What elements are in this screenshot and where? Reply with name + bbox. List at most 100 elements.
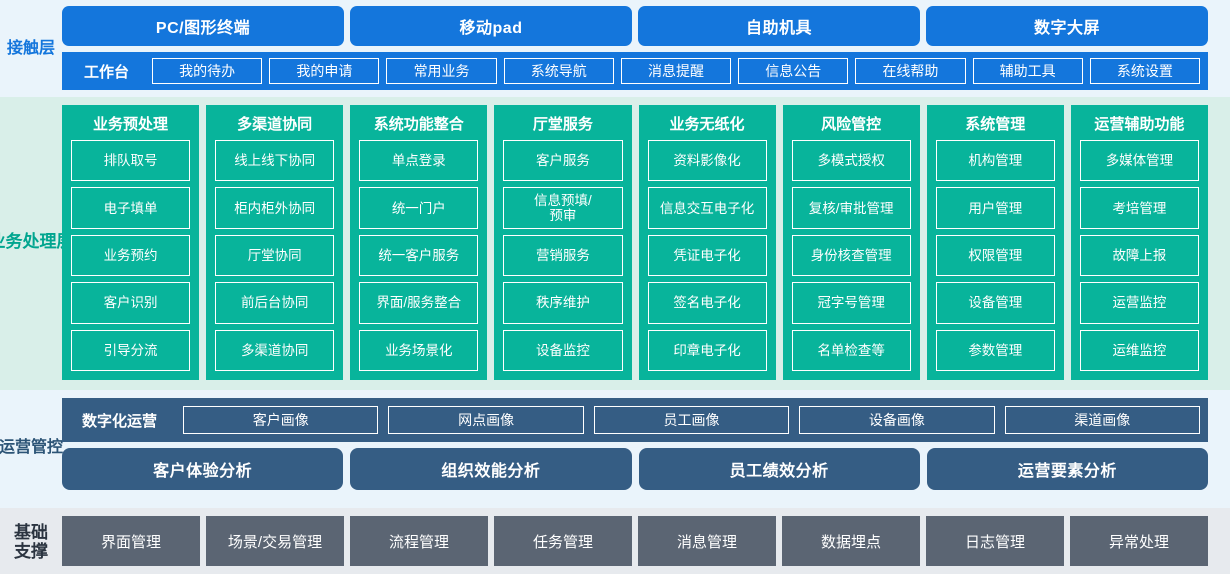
business-item-chip[interactable]: 前后台协同 <box>215 282 335 324</box>
business-item-chip[interactable]: 资料影像化 <box>647 140 767 182</box>
business-item-chip[interactable]: 柜内柜外协同 <box>215 187 335 229</box>
business-item-chip[interactable]: 复核/审批管理 <box>791 187 911 229</box>
analysis-card[interactable]: 组织效能分析 <box>350 448 632 490</box>
business-item-chip[interactable]: 多媒体管理 <box>1079 140 1199 182</box>
business-item-chip[interactable]: 业务预约 <box>71 234 191 277</box>
workbench-item-label: 常用业务 <box>413 63 470 79</box>
business-item-chip[interactable]: 统一门户 <box>359 187 479 229</box>
foundation-chip[interactable]: 消息管理 <box>638 516 776 566</box>
business-item-chip[interactable]: 营销服务 <box>503 234 623 277</box>
workbench-item[interactable]: 系统设置 <box>1089 58 1200 84</box>
channel-chip[interactable]: PC/图形终端 <box>62 6 344 46</box>
channel-chip[interactable]: 自助机具 <box>638 6 920 46</box>
business-column: 多渠道协同线上线下协同柜内柜外协同厅堂协同前后台协同多渠道协同 <box>206 105 344 380</box>
business-columns: 业务预处理排队取号电子填单业务预约客户识别引导分流多渠道协同线上线下协同柜内柜外… <box>62 105 1230 380</box>
workbench-item[interactable]: 常用业务 <box>386 58 497 84</box>
business-item-chip[interactable]: 单点登录 <box>359 140 479 182</box>
business-item-chip[interactable]: 故障上报 <box>1079 234 1199 277</box>
business-item-chip[interactable]: 签名电子化 <box>647 282 767 324</box>
workbench-item-label: 消息提醒 <box>648 63 704 79</box>
workbench-item[interactable]: 我的申请 <box>269 58 380 84</box>
analysis-card[interactable]: 员工绩效分析 <box>638 448 920 490</box>
ops-label-char: 运 <box>0 439 16 457</box>
foundation-chip-label: 异常处理 <box>1108 533 1169 551</box>
foundation-chip-label: 任务管理 <box>532 533 593 551</box>
business-item-chip[interactable]: 印章电子化 <box>647 329 767 372</box>
business-item-chip[interactable]: 客户服务 <box>503 140 623 182</box>
business-item-chip[interactable]: 信息预填/ 预审 <box>503 187 623 229</box>
business-item-label: 参数管理 <box>968 342 1023 358</box>
business-column: 业务无纸化资料影像化信息交互电子化凭证电子化签名电子化印章电子化 <box>638 105 776 380</box>
ops-label-char: 管 <box>31 439 48 457</box>
business-item-list: 单点登录统一门户统一客户服务界面/服务整合业务场景化 <box>359 140 479 372</box>
business-item-chip[interactable]: 多模式授权 <box>791 140 911 182</box>
business-item-chip[interactable]: 设备监控 <box>503 329 623 372</box>
business-item-chip[interactable]: 引导分流 <box>71 329 191 372</box>
contact-label-char: 层 <box>39 39 56 57</box>
business-item-label: 信息预填/ 预审 <box>534 193 592 224</box>
business-item-chip[interactable]: 设备管理 <box>935 282 1055 324</box>
business-item-chip[interactable]: 客户识别 <box>71 282 191 324</box>
business-item-label: 引导分流 <box>103 342 158 358</box>
foundation-chip[interactable]: 异常处理 <box>1070 516 1208 566</box>
business-item-label: 考培管理 <box>1112 200 1167 216</box>
business-column-title: 运营辅助功能 <box>1094 116 1185 133</box>
foundation-chip-label: 数据埋点 <box>820 533 881 551</box>
business-item-chip[interactable]: 线上线下协同 <box>215 140 335 182</box>
business-item-label: 秩序维护 <box>535 295 590 311</box>
business-item-chip[interactable]: 排队取号 <box>71 140 191 182</box>
workbench-item-label: 系统导航 <box>530 63 587 79</box>
business-item-label: 多媒体管理 <box>1105 153 1174 169</box>
business-item-chip[interactable]: 信息交互电子化 <box>647 187 767 229</box>
workbench-item[interactable]: 辅助工具 <box>972 58 1083 84</box>
business-item-chip[interactable]: 秩序维护 <box>503 282 623 324</box>
business-item-chip[interactable]: 权限管理 <box>935 234 1055 277</box>
business-item-chip[interactable]: 机构管理 <box>935 140 1055 182</box>
portrait-chip[interactable]: 员工画像 <box>593 406 790 434</box>
business-layer: 业务处理层 业务预处理排队取号电子填单业务预约客户识别引导分流多渠道协同线上线下… <box>0 97 1230 390</box>
foundation-chip[interactable]: 日志管理 <box>926 516 1064 566</box>
business-item-chip[interactable]: 身份核查管理 <box>791 234 911 277</box>
business-item-label: 业务预约 <box>103 247 158 263</box>
analysis-card[interactable]: 客户体验分析 <box>62 448 344 490</box>
portrait-chip[interactable]: 客户画像 <box>183 406 379 434</box>
business-item-chip[interactable]: 界面/服务整合 <box>359 282 479 324</box>
business-layer-body: 业务预处理排队取号电子填单业务预约客户识别引导分流多渠道协同线上线下协同柜内柜外… <box>62 105 1230 380</box>
business-item-chip[interactable]: 运营监控 <box>1079 282 1199 324</box>
business-item-chip[interactable]: 考培管理 <box>1079 187 1199 229</box>
business-item-chip[interactable]: 厅堂协同 <box>215 234 335 277</box>
foundation-layer-label: 基础支撑 <box>0 516 62 566</box>
business-item-chip[interactable]: 业务场景化 <box>359 329 479 372</box>
business-item-chip[interactable]: 用户管理 <box>935 187 1055 229</box>
foundation-layer: 基础支撑 界面管理场景/交易管理流程管理 任务管理 消息管理 数据埋点 日志管理 异常处理 <box>0 508 1230 574</box>
foundation-chip[interactable]: 数据埋点 <box>782 516 920 566</box>
foundation-chip[interactable]: 任务管理 <box>494 516 632 566</box>
portrait-chip[interactable]: 设备画像 <box>799 406 995 434</box>
analysis-card[interactable]: 运营要素分析 <box>926 448 1208 490</box>
foundation-chip[interactable]: 界面管理 <box>62 516 200 566</box>
business-item-chip[interactable]: 运维监控 <box>1079 329 1199 372</box>
workbench-item[interactable]: 系统导航 <box>503 58 614 84</box>
business-item-chip[interactable]: 参数管理 <box>935 329 1055 372</box>
foundation-chip[interactable]: 场景/交易管理 <box>206 516 344 566</box>
business-label-char: 处 <box>22 232 40 252</box>
channel-chip[interactable]: 数字大屏 <box>926 6 1208 46</box>
operations-layer-body: 数字化运营 客户画像网点画像员工画像设备画像渠道画像 客户体验分析组织效能分析员… <box>62 398 1230 499</box>
business-item-chip[interactable]: 凭证电子化 <box>647 234 767 277</box>
workbench-item[interactable]: 消息提醒 <box>620 58 732 84</box>
channel-chip-label: PC/图形终端 <box>155 20 251 37</box>
business-item-chip[interactable]: 名单检查等 <box>791 329 911 372</box>
business-item-chip[interactable]: 电子填单 <box>71 187 191 229</box>
workbench-item[interactable]: 信息公告 <box>738 58 849 84</box>
channel-chip[interactable]: 移动pad <box>350 6 632 46</box>
business-item-chip[interactable]: 冠字号管理 <box>791 282 911 324</box>
workbench-item-label: 系统设置 <box>1116 63 1173 79</box>
workbench-item[interactable]: 我的待办 <box>152 58 263 84</box>
business-item-list: 客户服务信息预填/ 预审营销服务秩序维护设备监控 <box>503 140 623 372</box>
business-item-chip[interactable]: 统一客户服务 <box>359 234 479 277</box>
foundation-chip[interactable]: 流程管理 <box>350 516 488 566</box>
portrait-chip[interactable]: 渠道画像 <box>1004 406 1200 434</box>
workbench-item[interactable]: 在线帮助 <box>855 58 966 84</box>
portrait-chip[interactable]: 网点画像 <box>388 406 584 434</box>
business-item-chip[interactable]: 多渠道协同 <box>215 329 335 372</box>
